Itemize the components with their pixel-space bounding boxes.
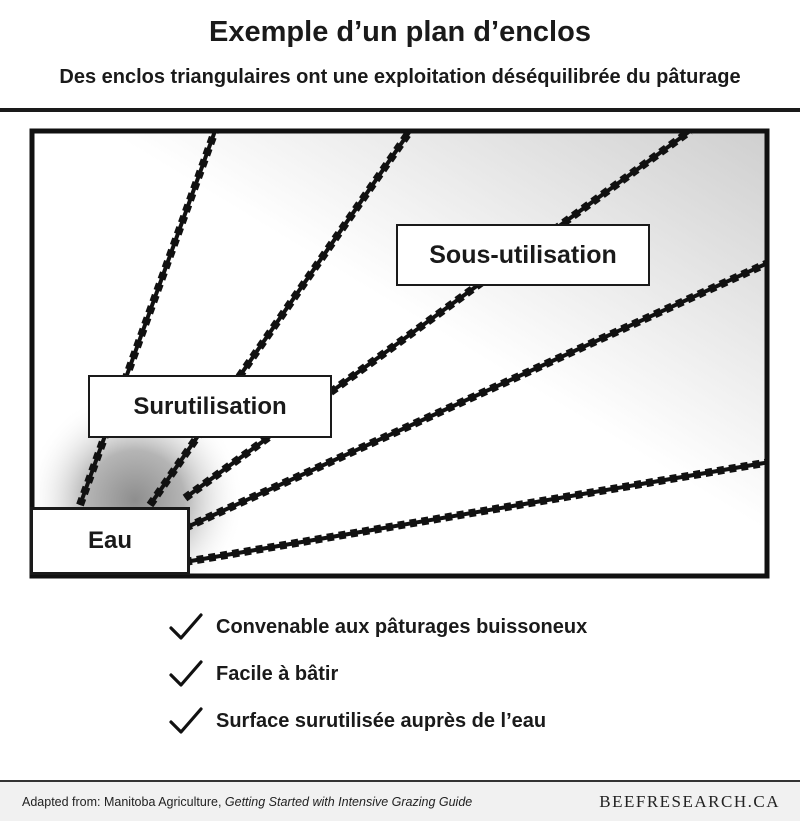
underuse-label: Sous-utilisation (396, 224, 650, 286)
benefit-text: Facile à bâtir (216, 662, 339, 685)
benefit-item: Facile à bâtir (168, 659, 338, 689)
benefit-item: Surface surutilisée auprès de l’eau (168, 706, 546, 736)
benefit-item: Convenable aux pâturages buissoneux (168, 612, 587, 642)
brand-logo-text: BEEFRESEARCH.CA (599, 792, 780, 811)
checkmark-icon (169, 707, 203, 734)
page-subtitle: Des enclos triangulaires ont une exploit… (59, 66, 741, 88)
fence-post-marks (146, 131, 414, 508)
benefit-text: Convenable aux pâturages buissoneux (216, 615, 588, 638)
checkmark-icon (169, 660, 203, 687)
header-divider (0, 108, 800, 112)
source-title: Getting Started with Intensive Grazing G… (224, 795, 473, 809)
source-credit: Adapted from: Manitoba Agriculture, Gett… (22, 795, 472, 809)
overuse-label: Surutilisation (88, 375, 332, 438)
benefit-text: Surface surutilisée auprès de l’eau (216, 709, 547, 732)
water-label: Eau (30, 507, 190, 575)
checkmark-icon (169, 613, 203, 640)
source-prefix: Adapted from: Manitoba Agriculture, (22, 795, 225, 809)
fence-post-marks (184, 458, 767, 566)
paddock-diagram (29, 128, 770, 579)
fence-line (184, 261, 767, 530)
paddock-frame (29, 128, 770, 579)
page-title: Exemple d’un plan d’enclos (209, 16, 591, 48)
footer: Adapted from: Manitoba Agriculture, Gett… (0, 780, 800, 821)
fence-post-marks (182, 131, 693, 502)
fence-post-marks (76, 131, 219, 507)
